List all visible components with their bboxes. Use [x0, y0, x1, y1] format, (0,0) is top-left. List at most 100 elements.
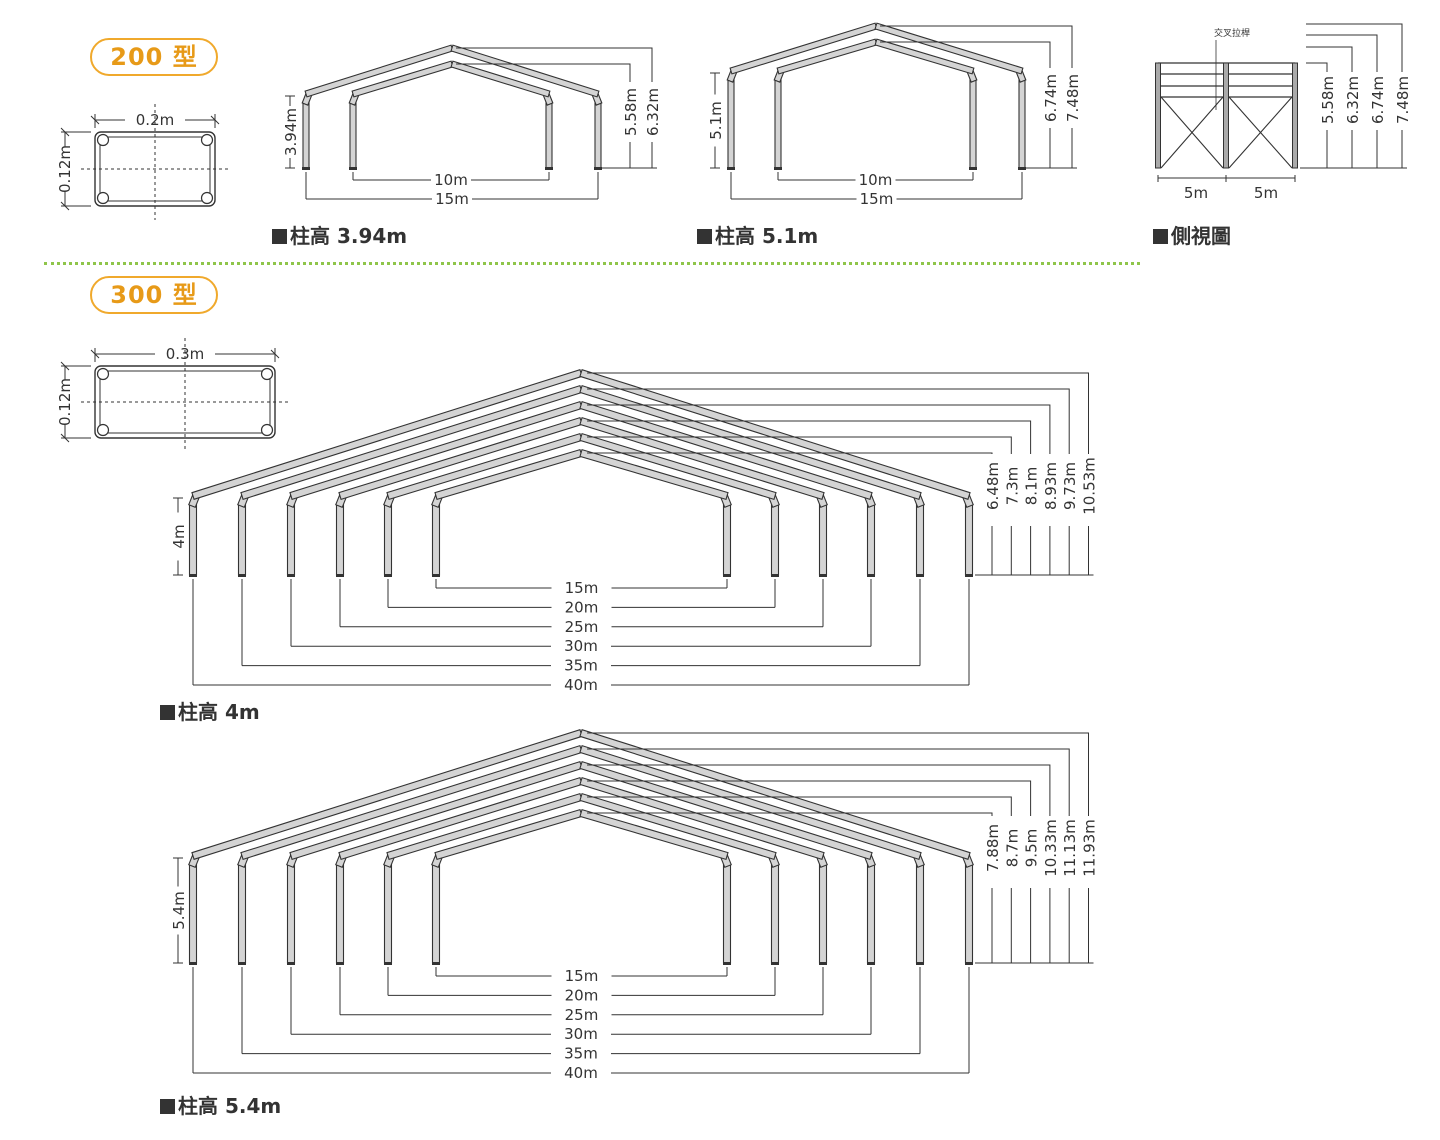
label-mask — [706, 94, 724, 147]
section-divider — [44, 262, 1140, 265]
frame-column — [383, 503, 393, 576]
base-plate — [867, 574, 875, 577]
base-plate — [189, 962, 197, 965]
frame-column — [770, 863, 780, 964]
ridge-height-label: 6.32m — [644, 88, 662, 136]
tick-mark — [210, 115, 220, 125]
label-mask — [983, 454, 1001, 526]
frame-column — [335, 503, 345, 576]
ridge-height-label: 7.48m — [1064, 74, 1082, 122]
ridge-height-label: 5.58m — [622, 88, 640, 136]
bay-label: 5m — [1254, 184, 1278, 202]
frame-rafter — [450, 44, 600, 98]
label-mask — [1079, 816, 1098, 888]
label-mask — [281, 106, 299, 158]
frame-column — [594, 101, 602, 169]
label-mask — [1041, 68, 1059, 128]
label-mask — [1343, 72, 1361, 130]
frame-rafter — [338, 416, 583, 501]
base-plate — [384, 962, 392, 965]
base-plate — [723, 962, 731, 965]
label-mask — [57, 147, 73, 191]
frame-column — [188, 503, 198, 576]
frame-column — [335, 863, 345, 964]
tick-mark — [60, 433, 70, 443]
ridge-height-label: 8.1m — [1023, 467, 1041, 505]
caption-bullet — [1153, 229, 1168, 244]
frame-rafter — [579, 384, 922, 501]
frame-rafter — [434, 808, 583, 861]
frame-column — [237, 863, 247, 964]
span-label: 15m — [565, 579, 599, 597]
ridge-height-label: 11.93m — [1081, 819, 1099, 877]
base-plate — [287, 574, 295, 577]
profile-keder-groove — [200, 133, 214, 147]
profile-keder-groove — [96, 133, 110, 147]
label-mask — [621, 82, 639, 142]
base-plate — [819, 962, 827, 965]
profile-keder-groove — [260, 423, 274, 437]
tick-mark — [60, 127, 70, 137]
frame-rafter — [579, 760, 873, 861]
span-label: 15m — [860, 190, 894, 208]
frame-rafter — [776, 38, 878, 75]
label-mask — [1021, 454, 1040, 526]
tick-mark — [60, 361, 70, 371]
profile-keder-groove — [96, 191, 110, 205]
frame-column — [545, 101, 553, 169]
profile-height-label: 0.12m — [56, 145, 74, 193]
ridge-height-label: 10.33m — [1042, 819, 1060, 877]
base-plate — [384, 574, 392, 577]
frame-column — [349, 101, 357, 169]
frame-column — [866, 503, 876, 576]
label-mask — [643, 82, 661, 142]
side-height-label: 6.74m — [1369, 76, 1387, 124]
profile-height-label: 0.12m — [56, 378, 74, 426]
tick-mark — [90, 349, 100, 359]
frame-rafter — [240, 384, 583, 501]
base-plate — [432, 962, 440, 965]
base-plate — [238, 574, 246, 577]
caption-200-frame-a: 柱高 3.94m — [272, 220, 407, 249]
base-plate — [336, 574, 344, 577]
ridge-height-label: 6.74m — [1042, 74, 1060, 122]
frame-rafter — [579, 368, 971, 501]
ridge-height-label: 10.53m — [1081, 457, 1099, 515]
tick-mark — [90, 115, 100, 125]
frame-column — [286, 503, 296, 576]
span-label: 30m — [564, 1025, 598, 1043]
span-label: 20m — [565, 986, 599, 1004]
frame-column — [818, 863, 828, 964]
frame-rafter — [579, 808, 729, 861]
frame-column — [818, 503, 828, 576]
label-mask — [1318, 72, 1336, 130]
series-300-profile-section: 0.3m0.12m — [56, 338, 289, 452]
frame-column — [188, 863, 198, 964]
frame-rafter — [338, 776, 583, 861]
span-label: 10m — [859, 171, 893, 189]
frame-column — [722, 863, 732, 964]
ridge-height-dimension — [587, 436, 1012, 575]
side-height-dimension — [1306, 34, 1378, 168]
span-label: 35m — [564, 657, 598, 675]
frame-rafter — [579, 416, 825, 501]
frame-column — [866, 863, 876, 964]
base-plate — [965, 574, 973, 577]
base-plate — [771, 574, 779, 577]
frame-rafter — [434, 448, 583, 501]
ridge-height-label: 11.13m — [1061, 819, 1079, 877]
ridge-height-label: 8.93m — [1042, 462, 1060, 510]
frame-column — [727, 78, 735, 169]
frame-rafter — [579, 448, 729, 501]
frame-rafter — [386, 432, 583, 501]
frame-rafter — [729, 22, 878, 75]
caption-bullet — [272, 229, 287, 244]
span-label: 40m — [564, 676, 598, 694]
label-mask — [983, 816, 1001, 888]
frame-column — [770, 503, 780, 576]
base-plate — [336, 962, 344, 965]
base-plate — [774, 167, 782, 170]
tick-mark — [60, 201, 70, 211]
